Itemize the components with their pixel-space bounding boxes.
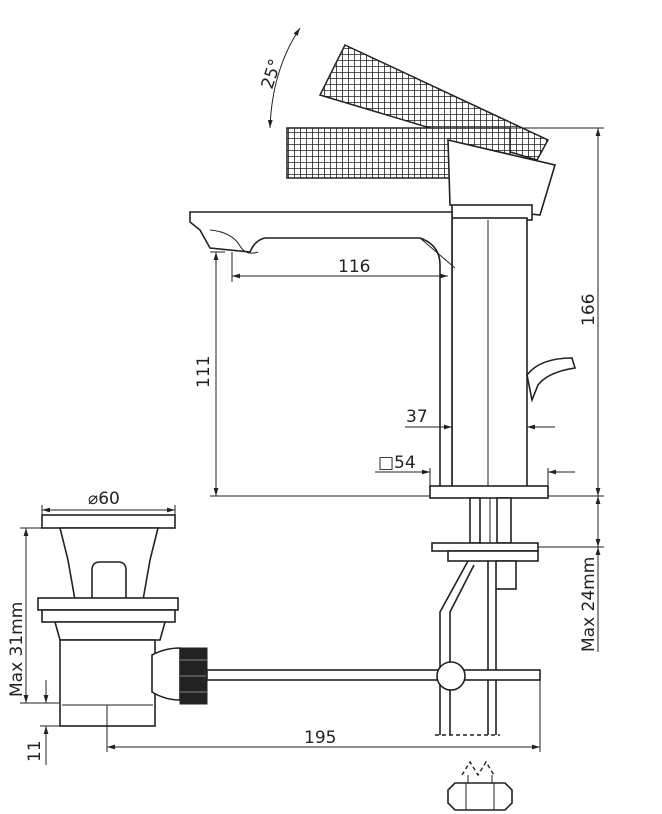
max-waste-height-label: Max 31mm bbox=[7, 602, 27, 697]
spout bbox=[189, 211, 453, 489]
popup-knob bbox=[526, 357, 577, 403]
dimension-lines bbox=[20, 27, 604, 765]
hose-nut bbox=[447, 782, 513, 811]
max-deck-label: Max 24mm bbox=[579, 557, 599, 652]
body-width-label: 37 bbox=[406, 407, 428, 427]
spout-reach-label: 116 bbox=[338, 257, 370, 277]
waste-diameter-label: ⌀60 bbox=[88, 489, 120, 509]
base-flange bbox=[429, 485, 549, 499]
rod-length-label: 195 bbox=[304, 728, 336, 748]
waste-cap bbox=[41, 514, 176, 529]
mixer-head bbox=[447, 138, 557, 216]
deck-washer bbox=[431, 542, 539, 552]
total-height-label: 166 bbox=[579, 294, 599, 326]
base-size-label: □54 bbox=[378, 453, 416, 473]
waste-assembly bbox=[37, 514, 541, 727]
angle-label: 25° bbox=[258, 57, 286, 92]
faucet bbox=[189, 44, 577, 811]
pull-rod bbox=[206, 669, 541, 681]
waste-offset-label: 11 bbox=[25, 740, 45, 762]
waste-flange bbox=[37, 597, 179, 611]
spout-height-label: 111 bbox=[194, 356, 214, 388]
rod-joint bbox=[436, 661, 466, 691]
